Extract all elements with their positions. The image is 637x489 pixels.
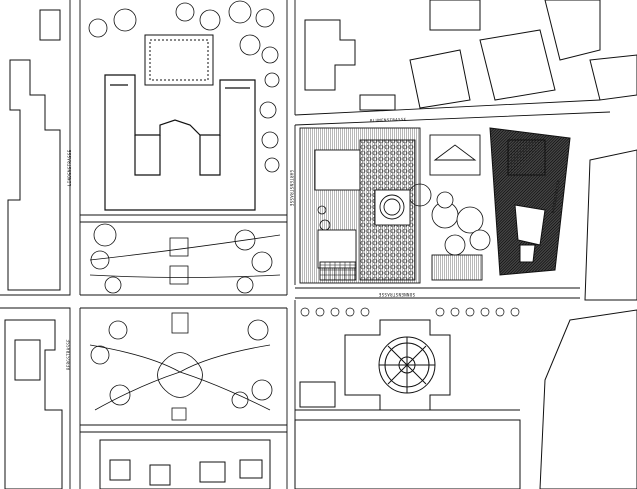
street-label-southwest: BERGSTRASSE [66, 339, 71, 370]
park-paths [89, 234, 281, 421]
west-buildings [4, 9, 63, 489]
east-dark-block [489, 127, 571, 276]
museum-complex [299, 127, 483, 284]
street-labels: BLUMENSTRASSE SONNENSTRASSE GARTENSTRASS… [66, 117, 561, 370]
sports-field [144, 34, 214, 86]
street-grid [0, 0, 611, 489]
palace-building [104, 74, 256, 211]
tree-row [300, 307, 520, 317]
street-label-west: LINDENSTRASSE [67, 149, 72, 186]
street-label-south: SONNENSTRASSE [378, 292, 415, 297]
street-label-east: ROSENSTRASSE [550, 179, 561, 213]
domed-church [299, 319, 451, 411]
northeast-buildings [99, 0, 637, 489]
street-label-center: GARTENSTRASSE [289, 170, 294, 207]
tree-clusters [88, 0, 491, 409]
street-label-north: BLUMENSTRASSE [370, 117, 407, 123]
